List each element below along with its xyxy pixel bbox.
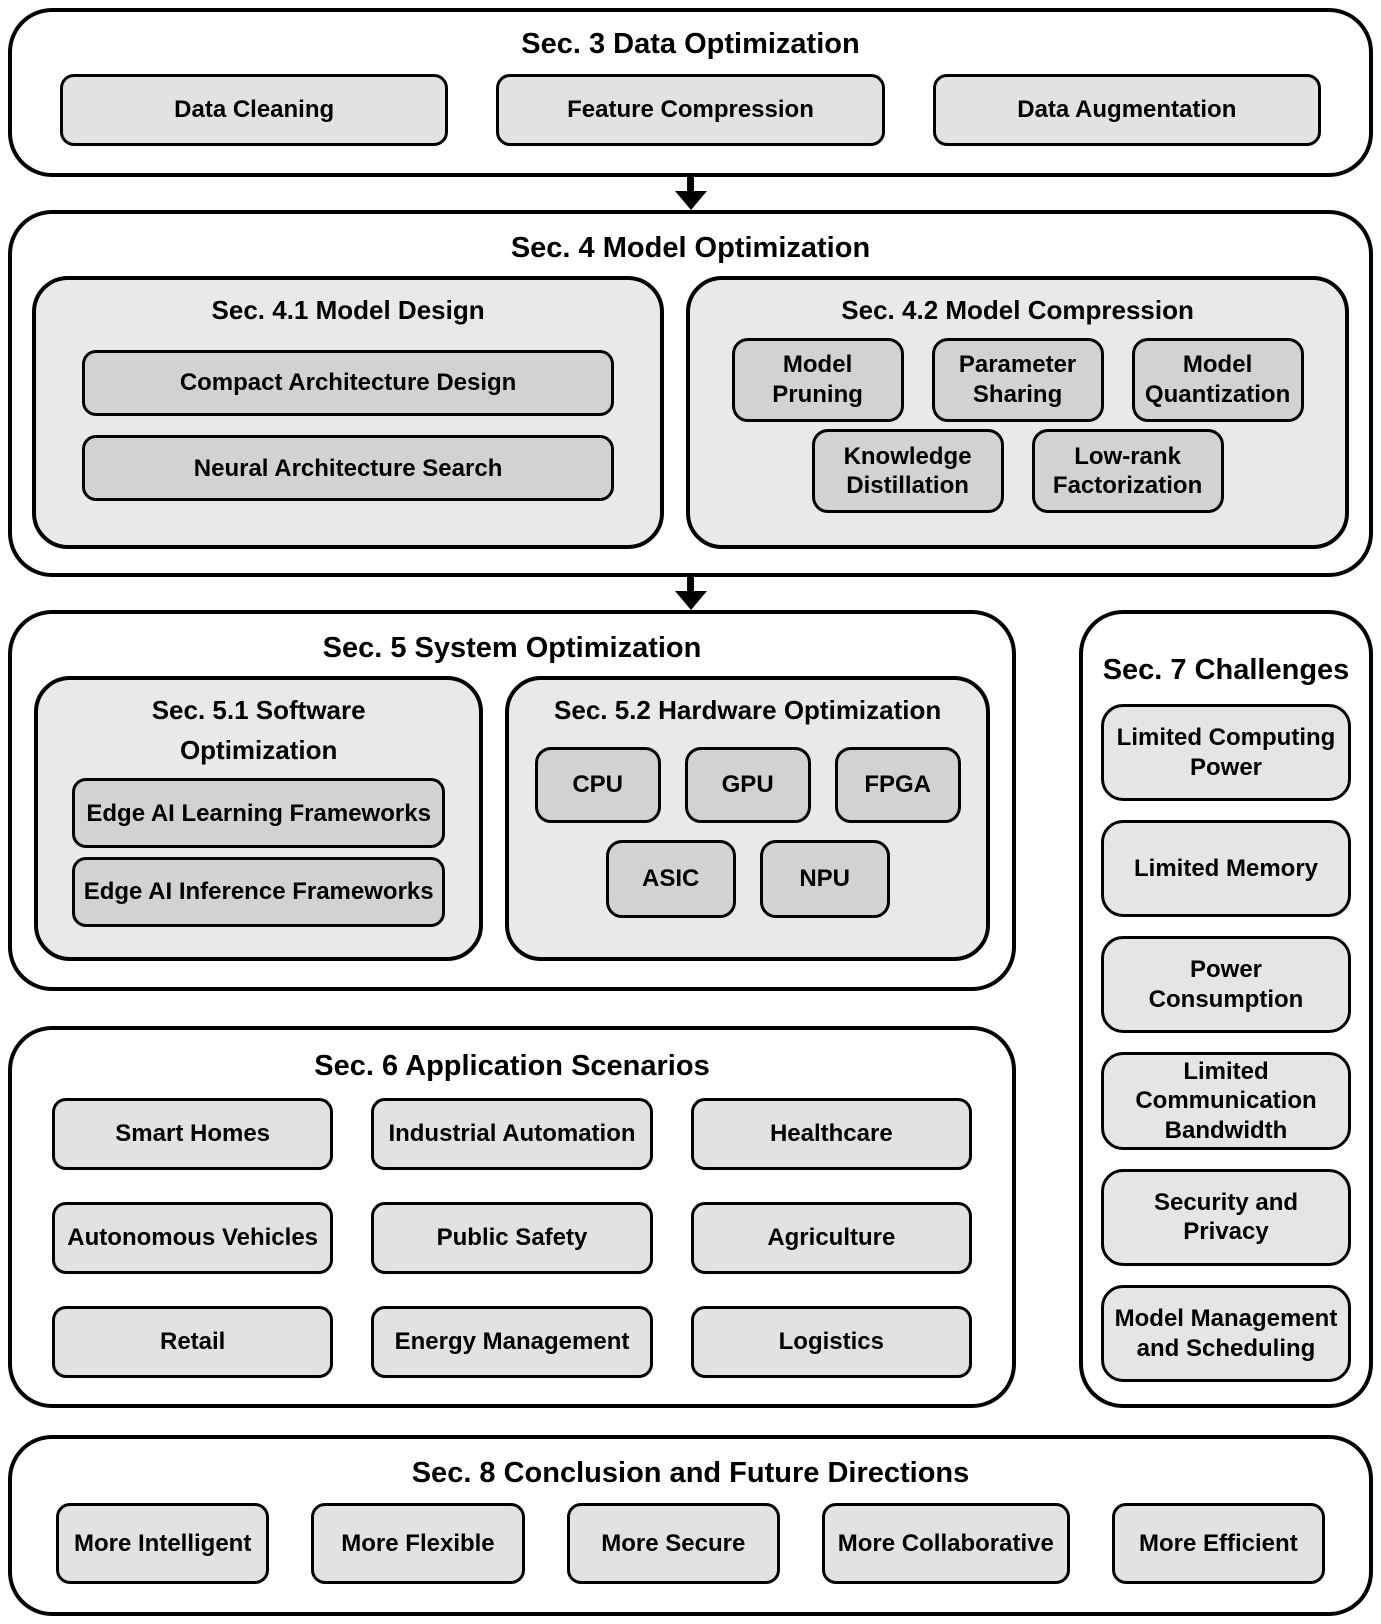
box-gpu: GPU	[684, 747, 811, 823]
flow-arrow-sec4-to-sec5	[8, 577, 1373, 610]
section-7-items: Limited Computing Power Limited Memory P…	[1101, 704, 1351, 1383]
section-5-title: Sec. 5 System Optimization	[322, 632, 702, 664]
arrow-down-icon	[674, 591, 707, 610]
arrow-shaft	[687, 577, 694, 591]
box-compact-architecture-design: Compact Architecture Design	[82, 349, 615, 416]
box-healthcare: Healthcare	[690, 1098, 972, 1170]
section-4-title: Sec. 4 Model Optimization	[510, 232, 871, 264]
box-industrial-automation: Industrial Automation	[371, 1098, 653, 1170]
section-4-subsections: Sec. 4.1 Model Design Compact Architectu…	[32, 276, 1349, 549]
box-parameter-sharing: Parameter Sharing	[931, 337, 1104, 422]
box-autonomous-vehicles: Autonomous Vehicles	[52, 1202, 334, 1274]
section-7-challenges: Sec. 7 Challenges Limited Computing Powe…	[1079, 610, 1373, 1408]
subsection-5-2-items: CPU GPU FPGA ASIC NPU	[533, 730, 962, 935]
subsection-4-2-title: Sec. 4.2 Model Compression	[841, 295, 1194, 325]
box-feature-compression: Feature Compression	[496, 74, 885, 146]
subsection-4-1-title: Sec. 4.1 Model Design	[211, 295, 485, 325]
arrow-shaft	[687, 177, 694, 191]
box-cpu: CPU	[534, 747, 661, 823]
subsection-5-2-title: Sec. 5.2 Hardware Optimization	[554, 695, 942, 725]
section-6-grid: Smart Homes Industrial Automation Health…	[52, 1098, 972, 1378]
box-data-augmentation: Data Augmentation	[932, 74, 1321, 146]
section-7-title: Sec. 7 Challenges	[1102, 654, 1350, 686]
box-limited-computing-power: Limited Computing Power	[1101, 704, 1351, 802]
subsection-5-1-items: Edge AI Learning Frameworks Edge AI Infe…	[72, 770, 446, 935]
box-more-secure: More Secure	[566, 1503, 780, 1584]
hardware-row-1: CPU GPU FPGA	[533, 747, 962, 823]
box-model-pruning: Model Pruning	[731, 337, 904, 422]
middle-left-column: Sec. 5 System Optimization Sec. 5.1 Soft…	[8, 610, 1016, 1408]
box-npu: NPU	[759, 840, 890, 918]
section-8-title: Sec. 8 Conclusion and Future Directions	[411, 1457, 970, 1489]
box-smart-homes: Smart Homes	[52, 1098, 334, 1170]
box-data-cleaning: Data Cleaning	[60, 74, 449, 146]
section-5-system-optimization: Sec. 5 System Optimization Sec. 5.1 Soft…	[8, 610, 1016, 991]
box-security-and-privacy: Security and Privacy	[1101, 1168, 1351, 1266]
box-more-collaborative: More Collaborative	[821, 1503, 1070, 1584]
flow-arrow-sec3-to-sec4	[8, 177, 1373, 210]
box-asic: ASIC	[605, 840, 736, 918]
box-edge-ai-inference-frameworks: Edge AI Inference Frameworks	[72, 856, 446, 927]
box-low-rank-factorization: Low-rank Factorization	[1031, 429, 1224, 514]
section-4-model-optimization: Sec. 4 Model Optimization Sec. 4.1 Model…	[8, 210, 1373, 577]
box-retail: Retail	[52, 1306, 334, 1378]
box-model-management-and-scheduling: Model Management and Scheduling	[1101, 1284, 1351, 1383]
box-logistics: Logistics	[690, 1306, 972, 1378]
compression-row-1: Model Pruning Parameter Sharing Model Qu…	[720, 337, 1315, 422]
box-neural-architecture-search: Neural Architecture Search	[82, 435, 615, 502]
compression-row-2: Knowledge Distillation Low-rank Factoriz…	[720, 429, 1315, 514]
box-more-flexible: More Flexible	[311, 1503, 525, 1584]
section-6-application-scenarios: Sec. 6 Application Scenarios Smart Homes…	[8, 1026, 1016, 1408]
box-agriculture: Agriculture	[690, 1202, 972, 1274]
box-energy-management: Energy Management	[371, 1306, 653, 1378]
hardware-row-2: ASIC NPU	[533, 840, 962, 918]
subsection-4-1-items: Compact Architecture Design Neural Archi…	[82, 330, 615, 521]
box-more-efficient: More Efficient	[1111, 1503, 1325, 1584]
box-limited-communication-bandwidth: Limited Communication Bandwidth	[1101, 1052, 1351, 1150]
section-6-title: Sec. 6 Application Scenarios	[314, 1050, 710, 1082]
section-5-subsections: Sec. 5.1 Software Optimization Edge AI L…	[34, 676, 990, 961]
section-8-conclusion-future-directions: Sec. 8 Conclusion and Future Directions …	[8, 1435, 1373, 1616]
box-more-intelligent: More Intelligent	[56, 1503, 270, 1584]
section-3-items: Data Cleaning Feature Compression Data A…	[60, 74, 1321, 146]
subsection-5-2-hardware-optimization: Sec. 5.2 Hardware Optimization CPU GPU F…	[505, 676, 990, 961]
section-3-title: Sec. 3 Data Optimization	[521, 28, 860, 60]
section-3-data-optimization: Sec. 3 Data Optimization Data Cleaning F…	[8, 8, 1373, 177]
box-public-safety: Public Safety	[371, 1202, 653, 1274]
subsection-5-1-title: Sec. 5.1 Software Optimization	[151, 695, 366, 765]
box-model-quantization: Model Quantization	[1131, 337, 1304, 422]
middle-band: Sec. 5 System Optimization Sec. 5.1 Soft…	[8, 610, 1373, 1408]
box-edge-ai-learning-frameworks: Edge AI Learning Frameworks	[72, 778, 446, 849]
section-8-items: More Intelligent More Flexible More Secu…	[56, 1503, 1325, 1584]
subsection-4-2-model-compression: Sec. 4.2 Model Compression Model Pruning…	[686, 276, 1349, 549]
box-power-consumption: Power Consumption	[1101, 936, 1351, 1034]
box-limited-memory: Limited Memory	[1101, 820, 1351, 918]
subsection-4-1-model-design: Sec. 4.1 Model Design Compact Architectu…	[32, 276, 665, 549]
box-knowledge-distillation: Knowledge Distillation	[811, 429, 1004, 514]
box-fpga: FPGA	[834, 747, 961, 823]
arrow-down-icon	[674, 191, 707, 210]
subsection-4-2-items: Model Pruning Parameter Sharing Model Qu…	[720, 330, 1315, 521]
subsection-5-1-software-optimization: Sec. 5.1 Software Optimization Edge AI L…	[34, 676, 484, 961]
